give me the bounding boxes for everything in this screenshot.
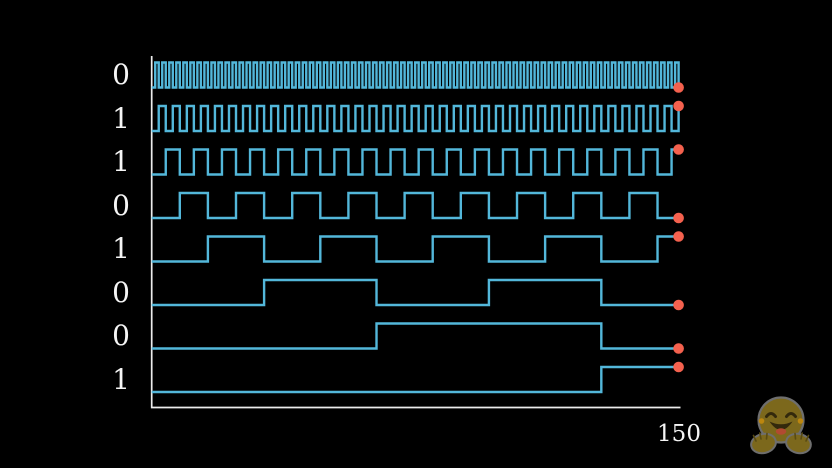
current-value-dot-bit-0 bbox=[673, 82, 684, 93]
hf-hands bbox=[750, 432, 812, 455]
hugging-face-icon bbox=[750, 396, 812, 455]
hf-head bbox=[757, 396, 805, 444]
hf-finger-lines bbox=[752, 432, 810, 442]
waveform-bit-0 bbox=[151, 61, 680, 89]
bit-label-7: 1 bbox=[112, 362, 130, 396]
waveform-bit-1 bbox=[151, 104, 680, 133]
bit-label-6: 0 bbox=[112, 319, 130, 352]
current-value-dot-bit-1 bbox=[673, 100, 684, 112]
waveform-bit-4 bbox=[151, 235, 679, 263]
bit-label-0: 0 bbox=[112, 58, 130, 91]
hf-tongue bbox=[775, 428, 787, 435]
current-value-dot-bit-5 bbox=[673, 299, 684, 311]
waveform-bit-5 bbox=[151, 278, 679, 307]
x-axis-max-tick-label: 150 bbox=[657, 421, 701, 447]
hf-right-eye bbox=[785, 412, 797, 418]
waveform-bit-3 bbox=[151, 191, 679, 220]
current-value-dot-bit-6 bbox=[673, 343, 684, 354]
current-value-dot-bit-3 bbox=[673, 212, 684, 224]
current-value-dot-bit-7 bbox=[673, 361, 684, 373]
hf-right-cheek bbox=[797, 418, 804, 424]
bit-label-2: 1 bbox=[112, 145, 130, 178]
waveform-bit-6 bbox=[151, 322, 679, 350]
hf-left-cheek bbox=[758, 418, 765, 424]
hf-left-eye bbox=[765, 412, 777, 418]
waveform-bit-7 bbox=[151, 365, 679, 394]
current-value-dot-bit-4 bbox=[673, 231, 684, 242]
bit-label-3: 0 bbox=[112, 188, 130, 222]
hf-mouth bbox=[769, 421, 793, 430]
bit-label-4: 1 bbox=[112, 232, 130, 265]
waveform-bit-2 bbox=[151, 148, 679, 176]
bit-label-5: 0 bbox=[112, 275, 130, 309]
current-value-dot-bit-2 bbox=[673, 144, 684, 155]
bit-label-1: 1 bbox=[112, 101, 130, 135]
